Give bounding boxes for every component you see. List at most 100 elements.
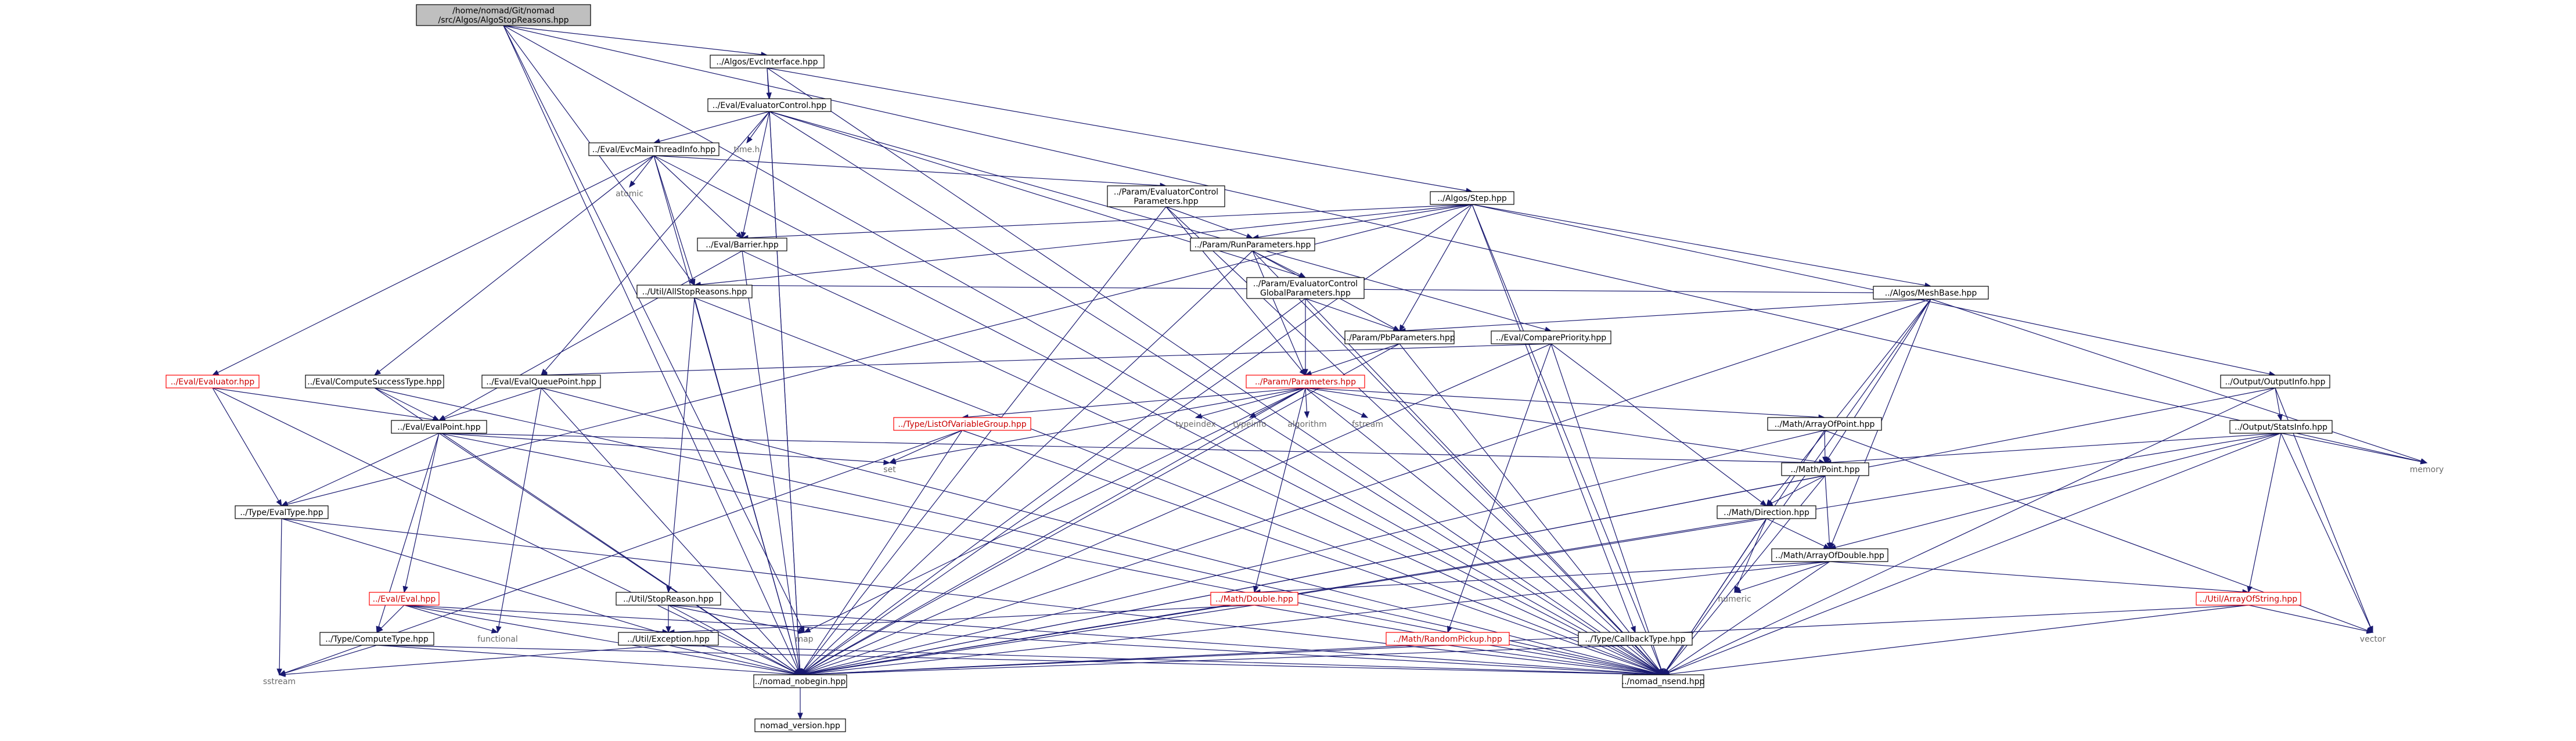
node-label: ../nomad_nsend.hpp (1622, 677, 1705, 686)
include-edge (1305, 298, 1401, 332)
node-pbparams[interactable]: ../Param/PbParameters.hpp (1344, 330, 1455, 344)
include-edge (503, 25, 768, 57)
node-box (1190, 238, 1315, 251)
include-edge (667, 605, 1255, 635)
include-edge (1662, 387, 2276, 675)
node-atomic[interactable]: atomic (616, 189, 643, 199)
node-nsend[interactable]: ../nomad_nsend.hpp (1622, 674, 1705, 688)
node-arrayofdouble[interactable]: ../Math/ArrayOfDouble.hpp (1771, 548, 1888, 562)
node-evalcompare[interactable]: ../Eval/ComparePriority.hpp (1491, 330, 1611, 344)
node-sstream[interactable]: sstream (263, 677, 296, 686)
include-edge (373, 155, 654, 376)
include-edge (1305, 387, 1826, 465)
node-label: ../Math/ArrayOfDouble.hpp (1775, 551, 1884, 560)
node-statsinfo[interactable]: ../Output/StatsInfo.hpp (2229, 420, 2333, 434)
node-exception[interactable]: ../Util/Exception.hpp (618, 632, 719, 646)
arrowhead-icon (740, 231, 746, 239)
node-fstream[interactable]: fstream (1352, 420, 1383, 429)
node-label: ../Eval/EvalPoint.hpp (397, 423, 481, 432)
include-edge (2280, 433, 2373, 634)
node-evcinterface[interactable]: ../Algos/EvcInterface.hpp (710, 55, 825, 69)
node-label: ../Param/RunParameters.hpp (1195, 240, 1311, 250)
node-functional[interactable]: functional (477, 635, 518, 644)
node-randompickup[interactable]: ../Math/RandomPickup.hpp (1386, 632, 1510, 646)
include-edge (2280, 433, 2428, 465)
node-parameters[interactable]: ../Param/Parameters.hpp (1246, 375, 1365, 389)
node-box (754, 718, 846, 732)
node-root[interactable]: /home/nomad/Git/nomad/src/Algos/AlgoStop… (416, 4, 591, 26)
include-edge (438, 433, 1826, 466)
node-outputinfo[interactable]: ../Output/OutputInfo.hpp (2220, 375, 2330, 389)
include-edge (799, 433, 2282, 677)
arrowhead-icon (211, 370, 220, 376)
node-memory[interactable]: memory (2410, 465, 2444, 474)
node-listvargroup[interactable]: ../Type/ListOfVariableGroup.hpp (893, 417, 1031, 431)
node-stopreason[interactable]: ../Util/StopReason.hpp (616, 592, 721, 606)
node-label: /src/Algos/AlgoStopReasons.hpp (438, 16, 569, 25)
node-direction[interactable]: ../Math/Direction.hpp (1717, 505, 1816, 519)
node-double[interactable]: ../Math/Double.hpp (1210, 592, 1298, 606)
node-set[interactable]: set (883, 465, 896, 474)
include-edge (1550, 343, 1768, 506)
node-box (2196, 592, 2301, 606)
arrowhead-icon (1249, 412, 1257, 418)
node-evaluatorcontrol[interactable]: ../Eval/EvaluatorControl.hpp (707, 98, 832, 112)
node-numeric[interactable]: numeric (1718, 595, 1751, 604)
include-edge (1663, 298, 1931, 676)
node-version[interactable]: nomad_version.hpp (754, 718, 846, 732)
node-label: ../Output/OutputInfo.hpp (2225, 377, 2326, 387)
node-runparams[interactable]: ../Param/RunParameters.hpp (1190, 238, 1315, 251)
node-box (588, 142, 719, 156)
include-edge (1305, 387, 1369, 418)
node-label: ../Eval/EvcMainThreadInfo.hpp (592, 145, 716, 154)
include-edge (1733, 561, 1830, 593)
node-typeindex[interactable]: typeindex (1175, 420, 1216, 429)
node-evcmainthreadinfo[interactable]: ../Eval/EvcMainThreadInfo.hpp (588, 142, 719, 156)
node-vector[interactable]: vector (2360, 635, 2386, 644)
include-edge (1472, 204, 1932, 288)
include-edge (1825, 298, 1931, 464)
node-evalpoint[interactable]: ../Eval/EvalPoint.hpp (391, 420, 487, 434)
node-box (636, 285, 753, 298)
node-label: ../Util/Exception.hpp (627, 635, 710, 644)
node-label: ../Eval/Barrier.hpp (706, 240, 779, 250)
arrowhead-icon (2247, 585, 2253, 593)
node-point[interactable]: ../Math/Point.hpp (1781, 462, 1869, 476)
include-edge (740, 111, 770, 239)
node-label: ../Math/Double.hpp (1215, 595, 1293, 604)
node-label: ../Eval/Eval.hpp (373, 595, 436, 604)
include-edge (503, 25, 1664, 675)
node-arrayofstring[interactable]: ../Util/ArrayOfString.hpp (2196, 592, 2301, 606)
node-step[interactable]: ../Algos/Step.hpp (1430, 191, 1514, 205)
arrowhead-icon (1630, 625, 1636, 634)
node-evalctrlglobal[interactable]: ../Param/EvaluatorControlGlobalParameter… (1246, 277, 1365, 299)
arrowhead-icon (665, 626, 671, 634)
node-typeinfo[interactable]: typeinfo (1233, 420, 1267, 429)
include-edge (404, 605, 670, 635)
node-arrayofpoint[interactable]: ../Math/ArrayOfPoint.hpp (1767, 417, 1882, 431)
include-edge (742, 250, 1664, 675)
include-edge (1304, 343, 1400, 376)
node-computesuccess[interactable]: ../Eval/ComputeSuccessType.hpp (305, 375, 444, 389)
node-computetype[interactable]: ../Type/ComputeType.hpp (319, 632, 434, 646)
arrowhead-icon (432, 415, 440, 421)
node-callbacktype[interactable]: ../Type/CallbackType.hpp (1578, 632, 1693, 646)
node-algorithm[interactable]: algorithm (1287, 420, 1327, 429)
node-evalqueuepoint[interactable]: ../Eval/EvalQueuePoint.hpp (481, 375, 601, 389)
node-meshbase[interactable]: ../Algos/MeshBase.hpp (1873, 286, 1989, 300)
node-map[interactable]: map (795, 635, 813, 644)
node-eval[interactable]: ../Eval/Eval.hpp (369, 592, 440, 606)
node-allstopreasons[interactable]: ../Util/AllStopReasons.hpp (636, 285, 753, 298)
node-box (235, 505, 329, 519)
node-box (481, 375, 601, 389)
node-barrier[interactable]: ../Eval/Barrier.hpp (697, 238, 787, 251)
node-timeh[interactable]: time.h (734, 145, 760, 154)
node-evaltype[interactable]: ../Type/EvalType.hpp (235, 505, 329, 519)
include-edge (376, 605, 405, 633)
node-evaluator[interactable]: ../Eval/Evaluator.hpp (166, 375, 260, 389)
include-edge (653, 155, 743, 239)
arrowhead-icon (2366, 628, 2374, 634)
include-edge (438, 250, 743, 421)
node-nobegin[interactable]: ../nomad_nobegin.hpp (753, 674, 847, 688)
